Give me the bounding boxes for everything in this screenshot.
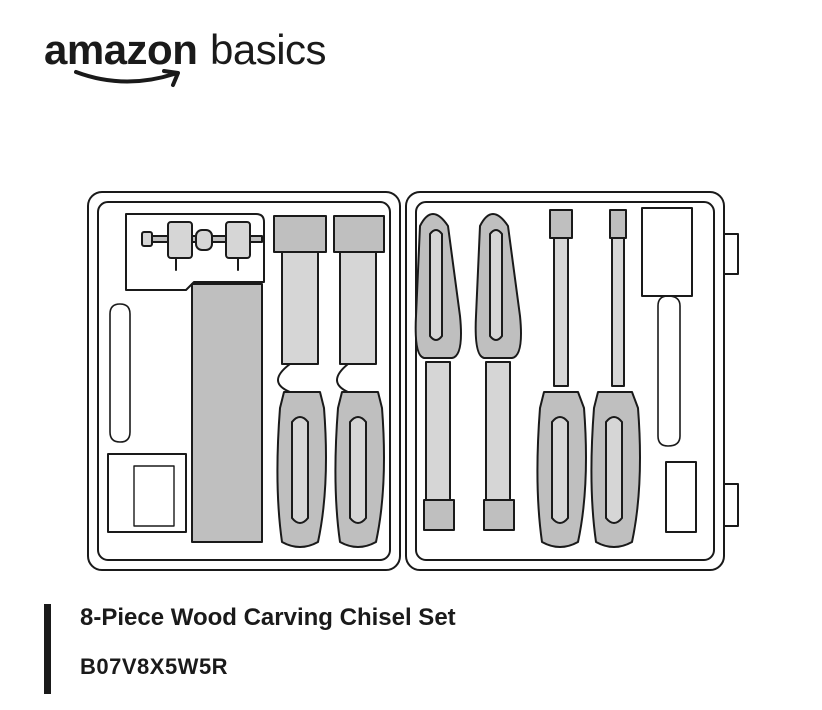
case-left-half	[87, 191, 401, 571]
gouge-2	[474, 213, 522, 531]
honing-guide-tool	[141, 221, 263, 271]
product-title: 8-Piece Wood Carving Chisel Set	[80, 604, 456, 631]
brand-name-secondary: basics	[210, 26, 327, 73]
product-code: B07V8X5W5R	[80, 654, 229, 679]
flat-chisel-2	[333, 215, 385, 548]
chisel-case-illustration	[87, 191, 739, 571]
amazon-smile-icon	[74, 69, 180, 87]
chisel-3	[536, 209, 587, 548]
gouge-1	[414, 213, 462, 531]
case-right-half	[405, 191, 739, 571]
sharpening-stone	[191, 283, 263, 543]
chisel-4	[590, 209, 641, 548]
flat-chisel-1	[273, 215, 327, 548]
brand-name-primary: amazon	[44, 26, 198, 73]
brand-logo: amazon basics	[44, 24, 344, 94]
title-accent-bar	[44, 604, 51, 694]
